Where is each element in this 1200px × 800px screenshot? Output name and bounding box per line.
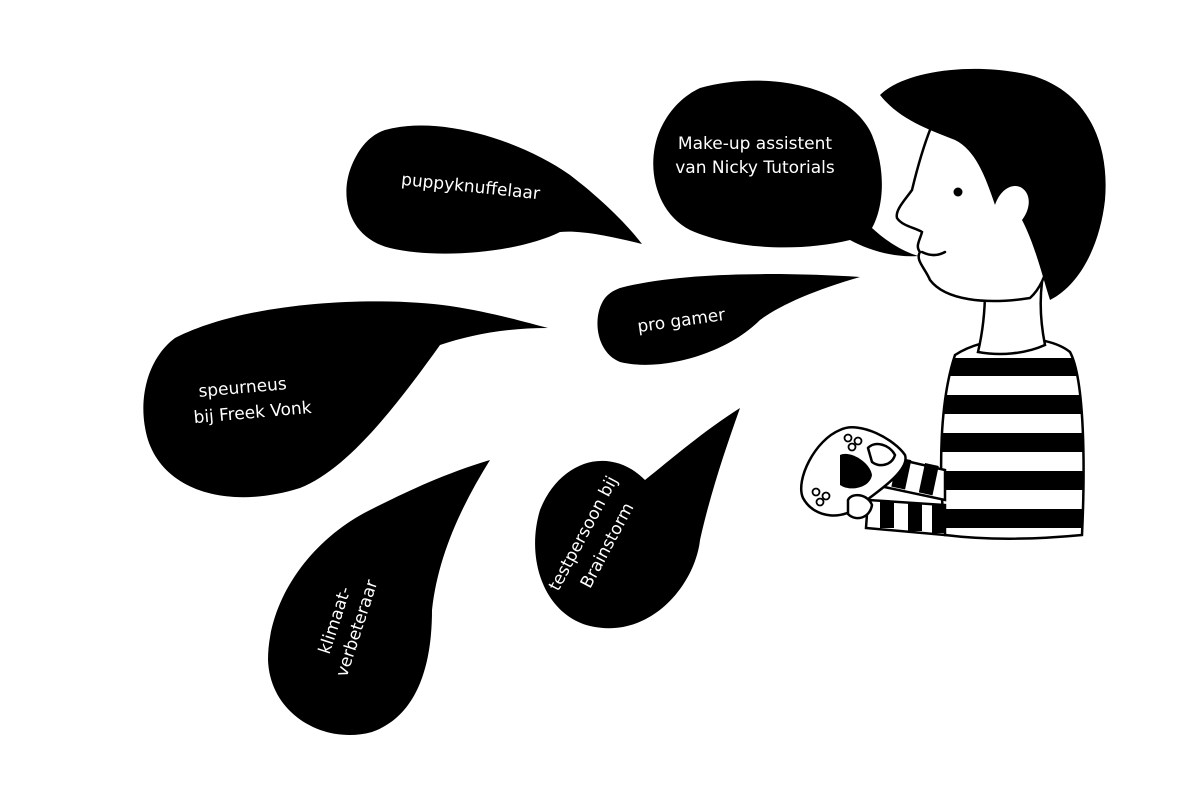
shirt-stripes	[941, 358, 1084, 528]
bubble-speurneus-shape	[143, 301, 548, 498]
boy-hair	[880, 68, 1106, 301]
bubble-klimaat-shape	[268, 460, 490, 736]
boy-hand-upper	[866, 442, 897, 467]
bubble-makeup-line1: Make-up assistent	[678, 134, 832, 154]
boy-arm-lower	[864, 498, 947, 537]
boy-character	[800, 68, 1106, 540]
bubble-gamer-shape	[597, 274, 860, 365]
bubble-testpersoon: testpersoon bij Brainstorm	[535, 408, 740, 629]
boy-eye	[953, 187, 963, 197]
bubble-makeup-shape	[653, 80, 918, 257]
bubble-makeup-line2: van Nicky Tutorials	[675, 158, 835, 178]
bubble-testpersoon-shape	[535, 408, 740, 629]
bubble-speurneus: speurneus bij Freek Vonk	[143, 301, 548, 498]
bubble-klimaat: klimaat- verbeteraar	[268, 460, 490, 736]
boy-ear	[1012, 195, 1021, 226]
bubble-makeup: Make-up assistent van Nicky Tutorials	[653, 80, 918, 257]
bubble-puppy-shape	[346, 125, 642, 254]
bubble-puppy: puppyknuffelaar	[346, 125, 642, 254]
boy-torso	[939, 337, 1085, 540]
bubble-gamer: pro gamer	[597, 274, 860, 365]
boy-hand-lower	[846, 493, 874, 520]
boy-mouth	[920, 250, 947, 257]
